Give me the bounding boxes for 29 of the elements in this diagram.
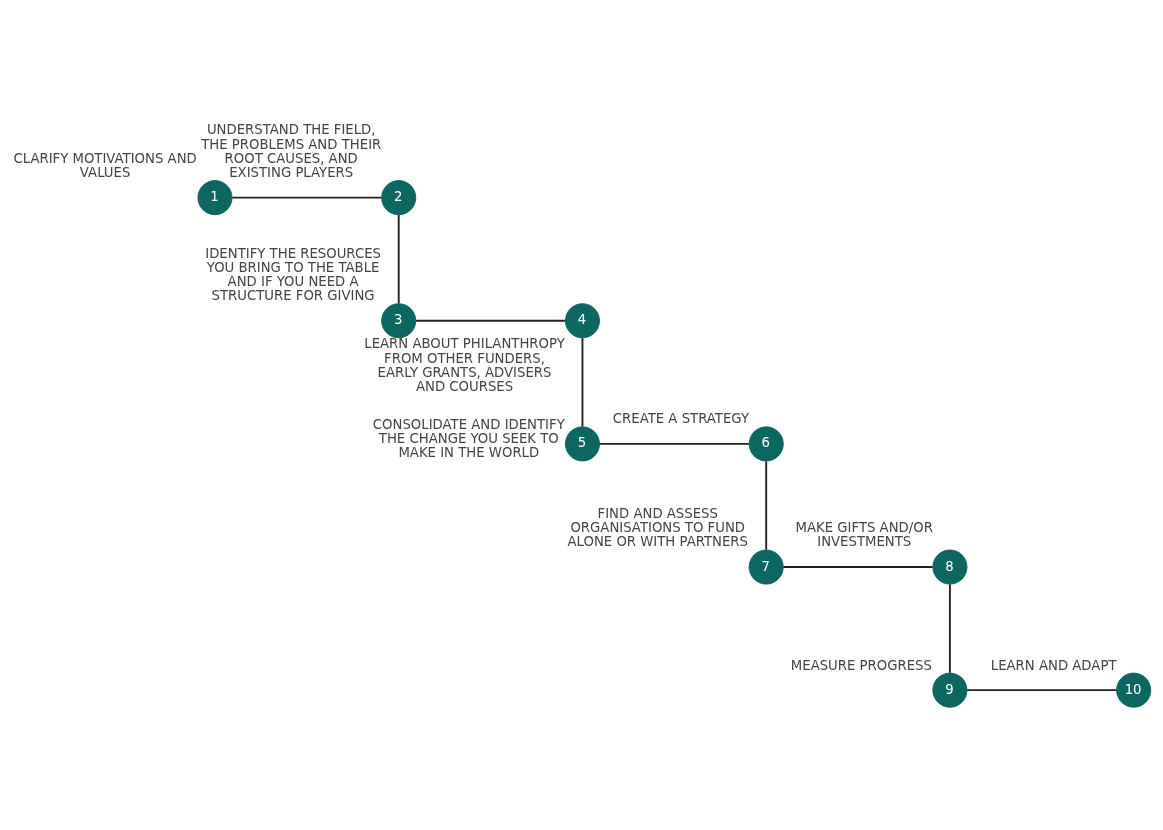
connector bbox=[231, 196, 383, 199]
node-circle: 2 bbox=[381, 179, 417, 215]
node-label: MEASURE PROGRESS bbox=[790, 657, 932, 673]
node-circle: 6 bbox=[748, 425, 784, 461]
node-label: CONSOLIDATE AND IDENTIFY THE CHANGE YOU SEEK TO MAKE IN THE WORLD bbox=[372, 416, 565, 460]
node-circle: 5 bbox=[564, 425, 600, 461]
connector bbox=[598, 442, 750, 445]
connector bbox=[966, 688, 1118, 691]
node-label: IDENTIFY THE RESOURCES YOU BRING TO THE TABLE AND IF YOU NEED A STRUCTURE FOR GIVING bbox=[205, 245, 381, 303]
node-label: MAKE GIFTS AND/OR INVESTMENTS bbox=[795, 519, 933, 549]
node-label: LEARN AND ADAPT bbox=[990, 657, 1117, 673]
node-circle: 7 bbox=[748, 549, 784, 585]
node-circle: 9 bbox=[932, 672, 968, 708]
connector bbox=[415, 319, 567, 322]
node-label: LEARN ABOUT PHILANTHROPY FROM OTHER FUNDERS, EARLY GRANTS, ADVISERS AND COURSES bbox=[364, 335, 565, 394]
node-circle: 3 bbox=[381, 302, 417, 338]
node-label: CLARIFY MOTIVATIONS AND VALUES bbox=[13, 150, 197, 180]
connector bbox=[949, 582, 951, 674]
node-label: CREATE A STRATEGY bbox=[612, 410, 750, 426]
node-label: UNDERSTAND THE FIELD, THE PROBLEMS AND THEIR ROOT CAUSES, AND EXISTING PLAYERS bbox=[201, 121, 382, 180]
connector bbox=[765, 459, 768, 551]
connector bbox=[581, 336, 584, 427]
node-circle: 1 bbox=[197, 179, 233, 215]
node-circle: 4 bbox=[564, 302, 600, 338]
node-label: FIND AND ASSESS ORGANISATIONS TO FUND ALONE OR WITH PARTNERS bbox=[567, 505, 748, 549]
node-circle: 10 bbox=[1116, 672, 1152, 708]
connector bbox=[397, 213, 400, 304]
node-circle: 8 bbox=[932, 549, 968, 585]
connector bbox=[782, 565, 934, 568]
